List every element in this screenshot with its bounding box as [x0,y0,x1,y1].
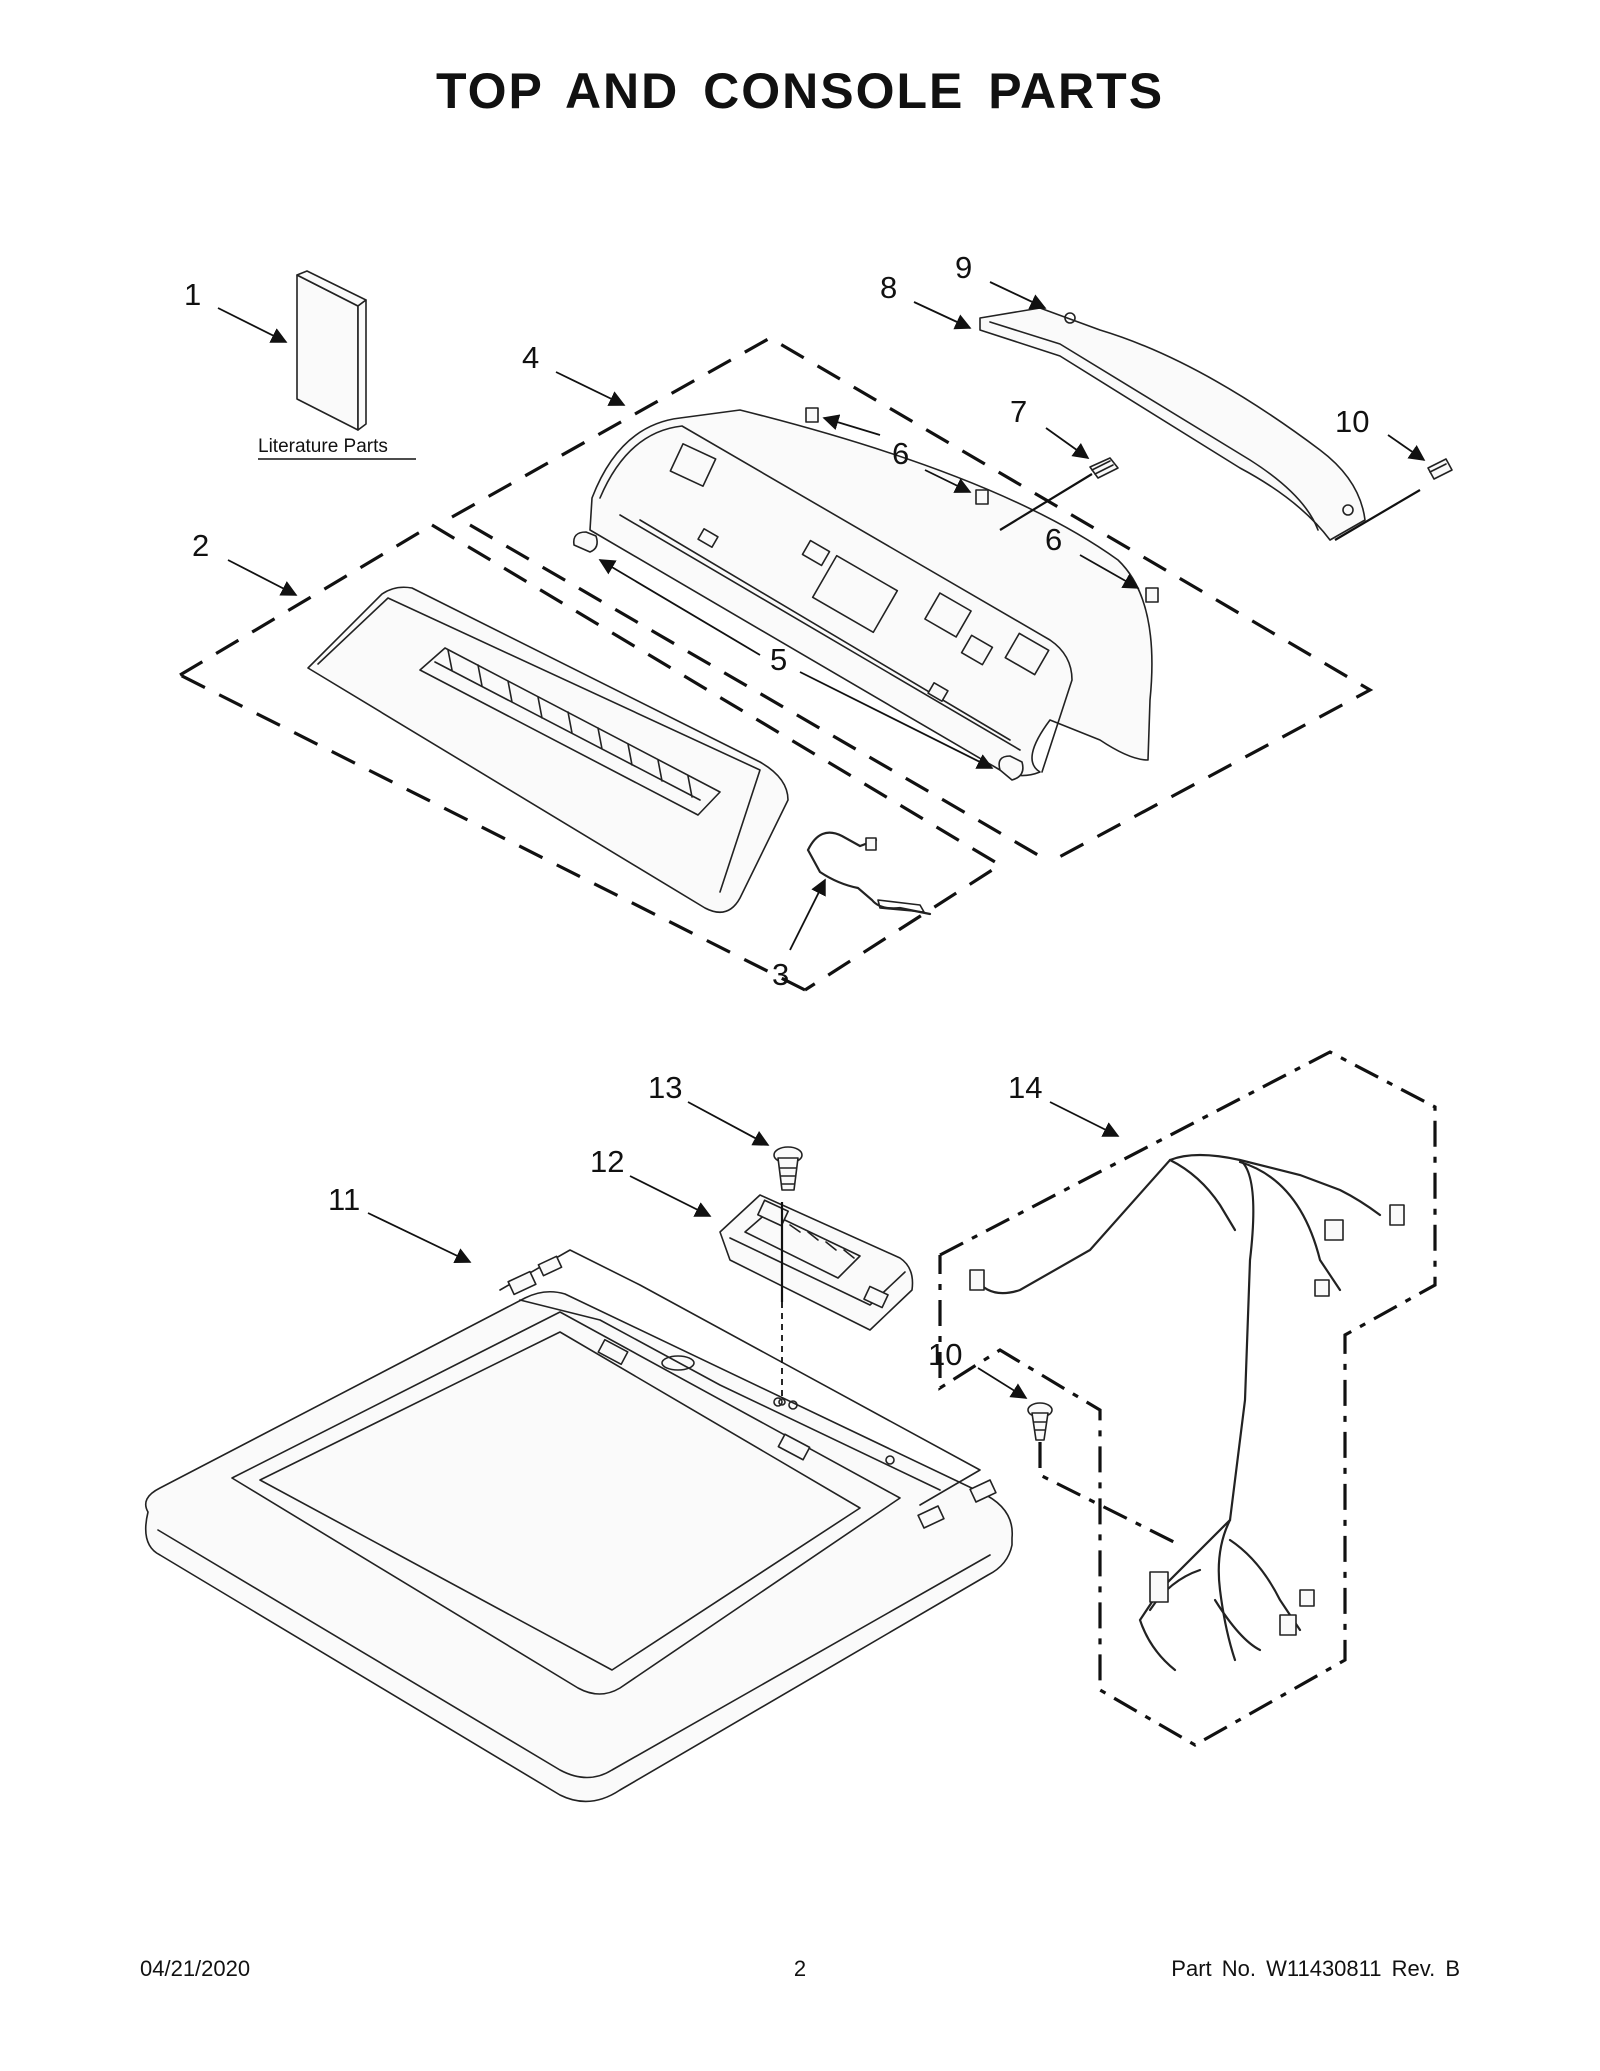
callout-6-lower: 6 [1045,522,1062,557]
callout-4: 4 [522,340,539,375]
brace-screw [1427,458,1453,480]
harness-screw [1027,1402,1053,1441]
harness-connector-side [1314,1279,1330,1297]
callout-10-lower: 10 [928,1337,962,1372]
callout-14: 14 [1008,1070,1042,1105]
callout-5: 5 [770,642,787,677]
screw-guide-line [999,473,1093,531]
harness-group-outline [938,1050,1437,1747]
console-clip-left [572,531,598,553]
page-title: TOP AND CONSOLE PARTS [435,63,1165,119]
harness-connector-bottom [1299,1589,1315,1607]
control-board [719,1194,914,1331]
callout-3: 3 [772,957,789,992]
console-screw [1089,457,1119,479]
console-housing [589,409,1153,777]
console-clip-right [998,755,1024,781]
console-brace [979,307,1366,541]
harness-connector-left [969,1269,985,1291]
harness-connector-lower-right [1279,1614,1297,1636]
small-wire-harness [806,831,932,916]
callout-11: 11 [328,1182,360,1217]
small-clip-right [1145,587,1159,603]
callout-7: 7 [1010,394,1027,429]
console-group-outline [451,336,1374,864]
callout-6-upper: 6 [892,436,909,471]
small-clip-top [805,407,819,423]
footer-page-number: 2 [793,1956,807,1981]
harness-connector-top-right [1324,1219,1344,1241]
panel-group-divider [469,523,1051,864]
brace-guide-line [1334,489,1421,541]
footer-date: 04/21/2020 [140,1956,251,1981]
callout-1: 1 [184,277,201,312]
literature-booklet [296,270,367,431]
callout-9: 9 [955,250,972,285]
board-screw-hole [778,1398,786,1406]
callout-8: 8 [880,270,897,305]
callout-10-upper: 10 [1335,404,1369,439]
harness-screw-guide [1038,1442,1181,1547]
literature-parts-label: Literature Parts [258,436,388,457]
callout-13: 13 [648,1070,682,1105]
control-panel [307,586,789,914]
footer-part-number: Part No. W11430811 Rev. B [1171,1956,1460,1981]
callout-12: 12 [590,1144,624,1179]
harness-connector-lower-left [1149,1571,1169,1603]
callout-2: 2 [192,528,209,563]
board-screw [773,1146,803,1191]
top-panel [144,1249,1013,1803]
main-wire-harness [969,1153,1405,1672]
small-clip-middle [975,489,989,505]
panel-group-outline [179,523,1004,992]
harness-connector-far-right [1389,1204,1405,1226]
